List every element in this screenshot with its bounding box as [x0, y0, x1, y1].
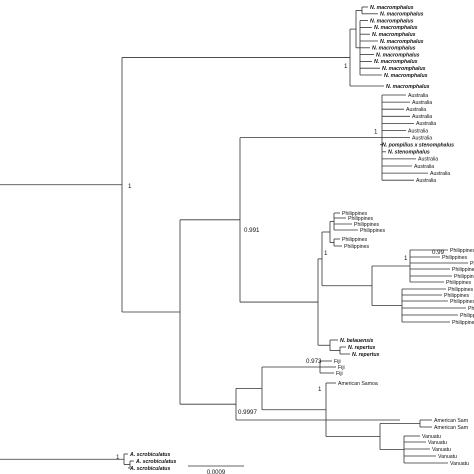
taxon-label: American Sam [434, 425, 468, 431]
taxon-label: American Samoa [338, 381, 378, 387]
taxon-label: N. stenomphalus [388, 150, 430, 156]
node-support: 1 [116, 454, 120, 461]
taxon-label: N. macromphalus [370, 5, 414, 11]
taxon-label: N. macromphalus [380, 12, 424, 18]
node-support: 0.991 [244, 227, 260, 234]
taxon-label: Philippines [442, 255, 467, 261]
taxon-label: Philippines [342, 237, 367, 243]
taxon-label: N. repertus [348, 345, 376, 351]
taxon-label: Philippines [450, 299, 474, 305]
taxon-label: Fiji [334, 359, 341, 365]
taxon-label: Australia [414, 164, 434, 170]
taxon-label: Philippines [348, 216, 373, 222]
taxon-label: Philippines [452, 267, 474, 273]
taxon-label: Australia [412, 100, 432, 106]
taxon-label: Vanuatu [422, 434, 441, 440]
taxon-label: Philippines [360, 228, 385, 234]
taxon-label: Philippines [444, 293, 469, 299]
taxon-label: Philippines [448, 287, 473, 293]
taxon-label: Vanuatu [432, 447, 451, 453]
taxon-label: N. pompilius x stenomphalus [382, 143, 454, 149]
taxon-label: Australia [406, 107, 426, 113]
taxon-label: Philippines [354, 222, 379, 228]
taxon-label: N. macromphalus [372, 46, 416, 52]
node-support: 1 [374, 129, 378, 136]
taxon-label: Phil [468, 306, 474, 312]
taxon-label: Fiji [338, 365, 345, 371]
node-support: 1 [344, 63, 348, 70]
taxon-label: N. macromphalus [374, 25, 418, 31]
node-support: 0.99 [432, 249, 445, 256]
taxon-label: N. repertus [352, 352, 380, 358]
taxon-label: Philippines [454, 274, 474, 280]
taxon-label: Vanuatu [438, 454, 457, 460]
taxon-label: Philippines [460, 313, 474, 319]
taxon-label: Vanuatu [428, 440, 447, 446]
taxon-label: Fiji [336, 371, 343, 377]
taxon-label: American Sam [434, 418, 468, 424]
taxon-label: Philippines [452, 320, 474, 326]
taxon-label: Australia [430, 171, 450, 177]
node-support: 1 [404, 255, 408, 262]
taxon-label: Philippines [342, 211, 367, 217]
taxon-label: N. macromphalus [380, 39, 424, 45]
taxon-label: N. belauensis [340, 338, 374, 344]
taxon-label: Australia [412, 114, 432, 120]
taxon-label: Australia [412, 135, 432, 141]
taxon-label: N. macromphalus [384, 73, 428, 79]
node-support: 1 [128, 183, 132, 190]
taxon-label: Australia [416, 178, 436, 184]
taxon-label: Australia [408, 128, 428, 134]
taxon-label: N. macromphalus [376, 52, 420, 58]
taxon-label: Philippines [446, 280, 471, 286]
taxon-label: N. macromphalus [382, 66, 426, 72]
taxon-label: Australia [408, 93, 428, 99]
taxon-label: A. scrobiculatus [129, 466, 170, 472]
node-support: 1 [318, 386, 322, 393]
node-support: 0.973 [306, 358, 322, 365]
taxon-label: Australia [416, 121, 436, 127]
taxon-label: N. macromphalus [370, 18, 414, 24]
taxon-label: Philippines [450, 248, 474, 254]
scale-bar-label: 0.0009 [207, 470, 226, 474]
taxon-label: A. scrobiculatus [135, 459, 176, 465]
taxon-label: Philippines [344, 244, 369, 250]
node-support: 0.9997 [238, 409, 257, 416]
node-support: 1 [324, 250, 328, 257]
taxon-label: N. macromphalus [374, 59, 418, 65]
taxon-label: Phi [470, 261, 474, 267]
taxon-label: Australia [418, 157, 438, 163]
taxon-label: Vanuatu [450, 461, 469, 467]
taxon-label: A. scrobiculatus [129, 452, 170, 458]
taxon-label: N. macromphalus [386, 84, 430, 90]
taxon-label: N. macromphalus [372, 32, 416, 38]
